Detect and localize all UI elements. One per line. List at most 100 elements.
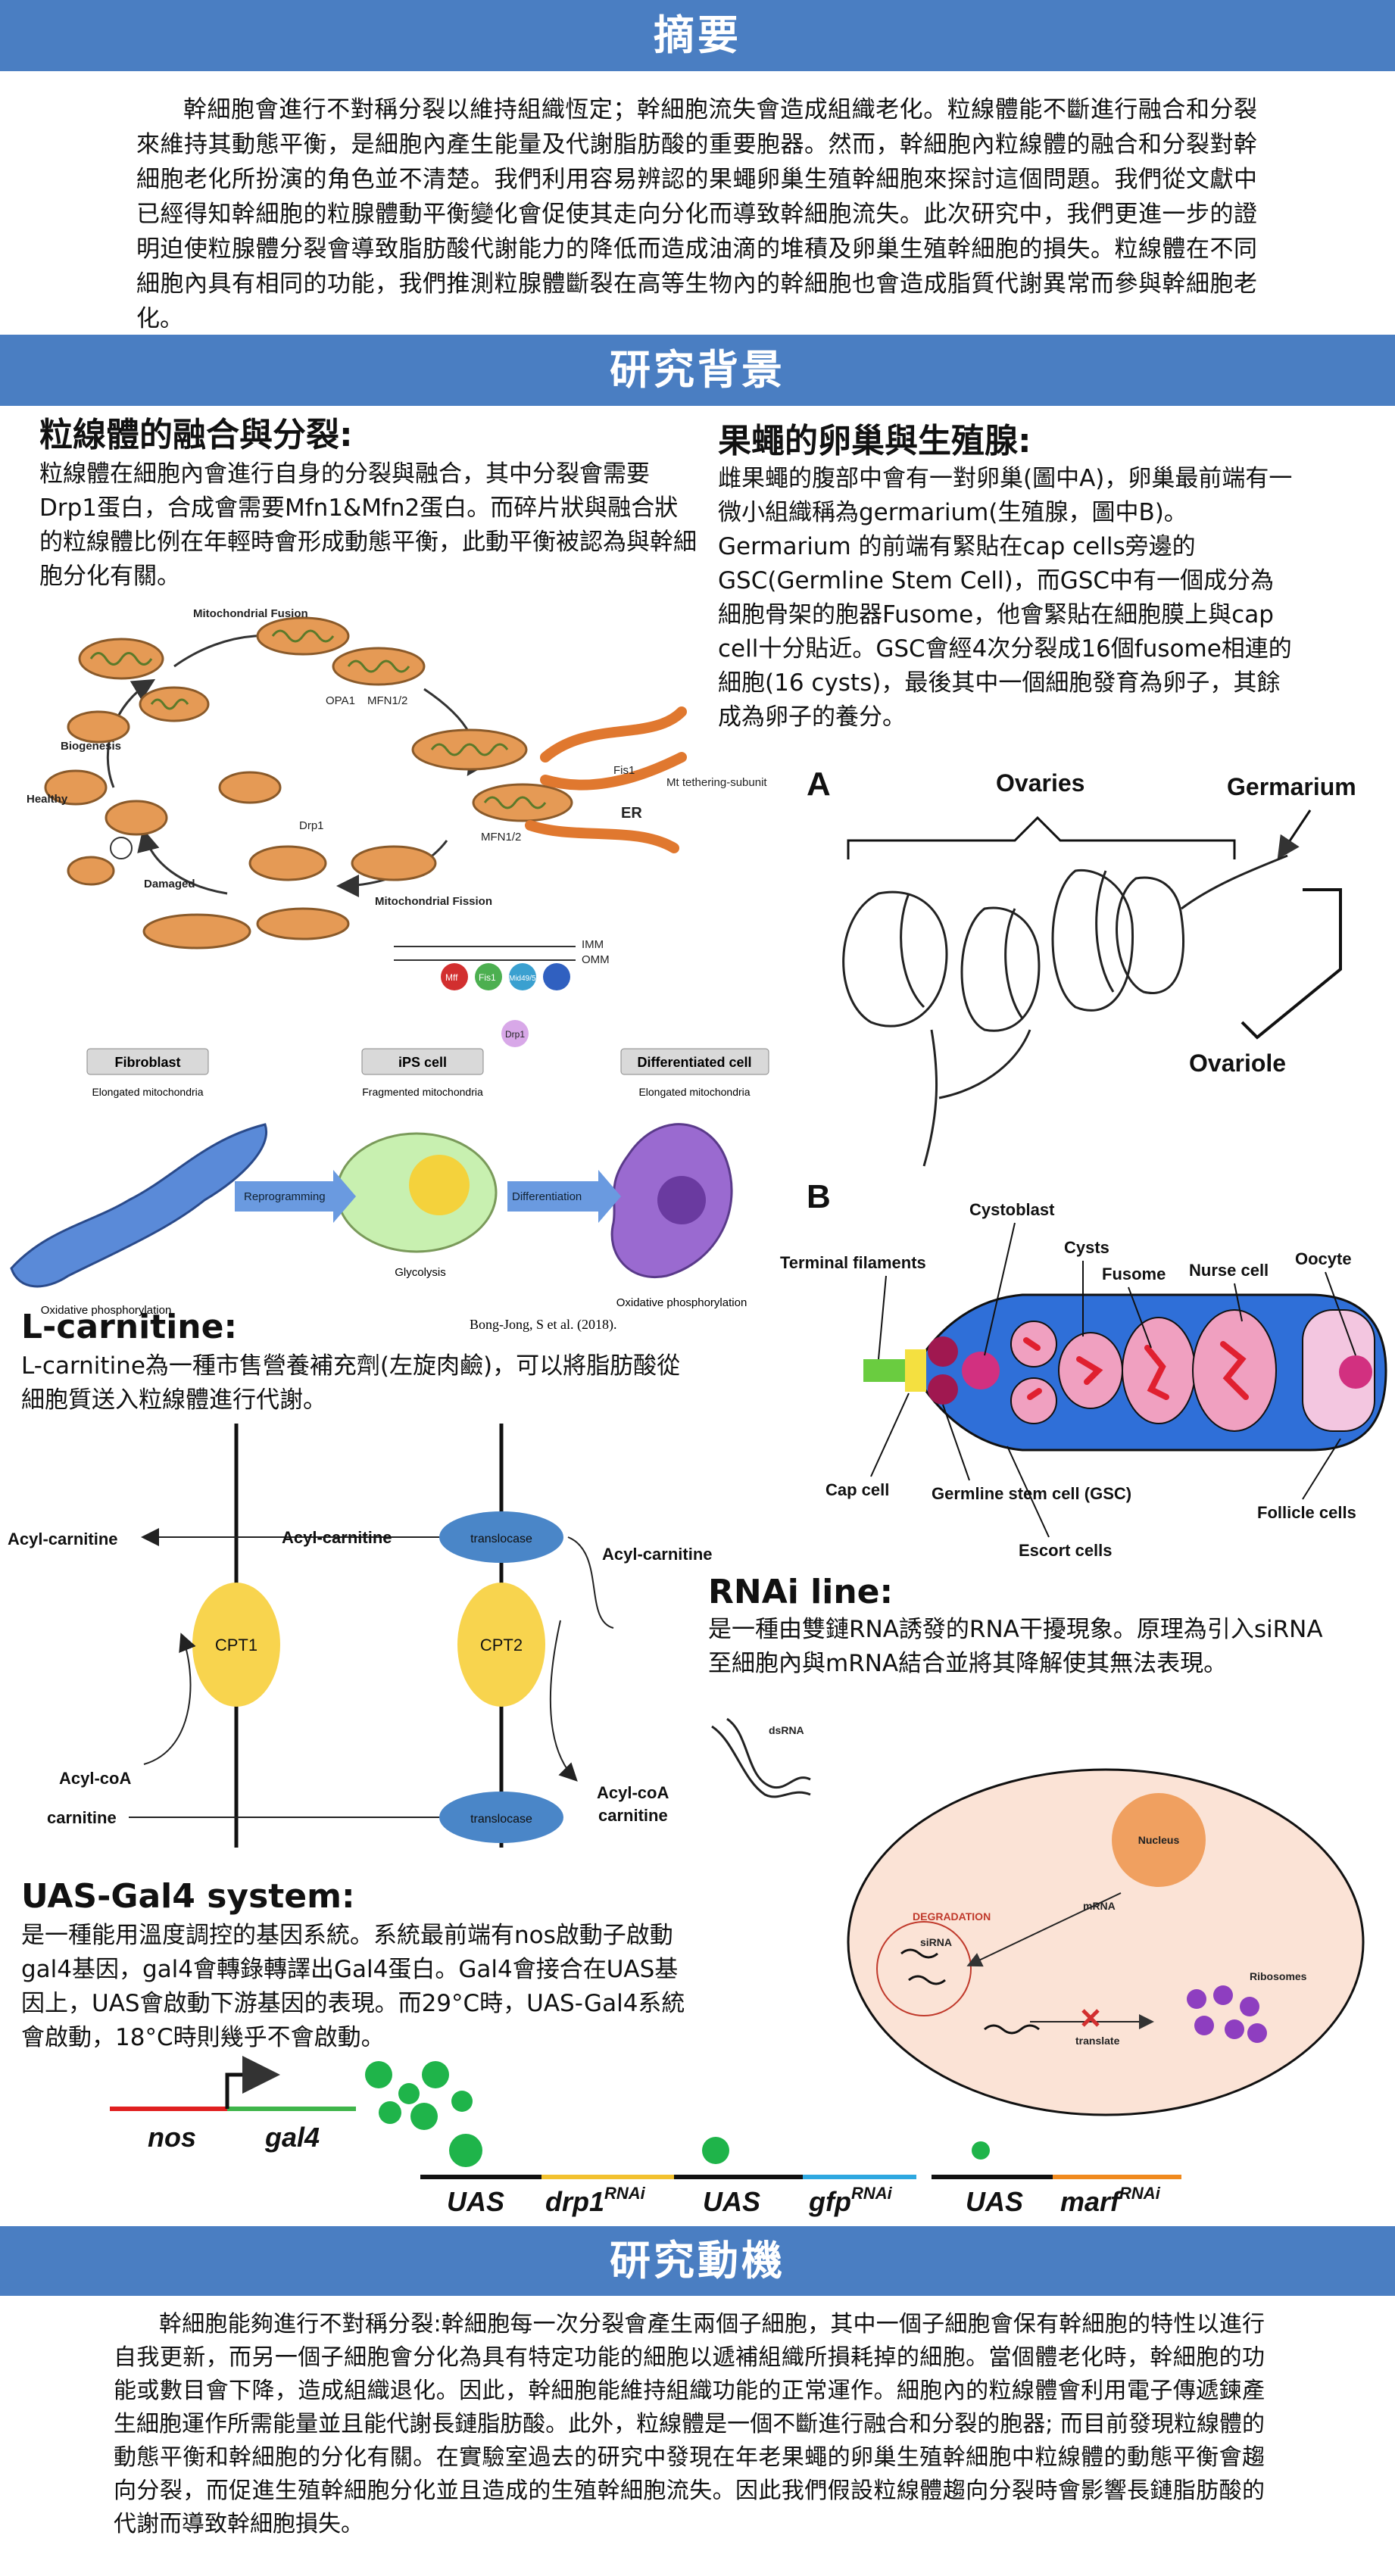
label-marf: marf xyxy=(1060,2186,1122,2217)
figA-ovaries: Ovaries xyxy=(996,769,1084,797)
label-fibro-sub: Elongated mitochondria xyxy=(92,1086,203,1098)
sup-rnai-3: RNAi xyxy=(1119,2184,1161,2203)
mito-heading: 粒線體的融合與分裂: xyxy=(39,416,353,454)
sup-rnai-2: RNAi xyxy=(851,2184,893,2203)
svg-text:drp1RNAi: drp1RNAi xyxy=(545,2184,646,2217)
label-sirna: siRNA xyxy=(920,1936,952,1948)
label-opa1: OPA1 xyxy=(326,694,355,707)
label-damaged: Damaged xyxy=(144,878,195,890)
label-degradation: DEGRADATION xyxy=(913,1910,991,1923)
rnai-heading: RNAi line: xyxy=(708,1573,894,1611)
label-acyl-coa-left: Acyl-coA xyxy=(59,1769,131,1788)
motivation-header: 研究動機 xyxy=(0,2226,1395,2296)
cell-reprogramming-figure: Fibroblast iPS cell Differentiated cell … xyxy=(10,1048,769,1333)
label-acyl-carnitine-left: Acyl-carnitine xyxy=(8,1530,118,1548)
germarium-figure-b: B Terminal filaments Cystoblast Cysts Fu… xyxy=(780,1178,1387,1560)
figA-germarium: Germarium xyxy=(1227,773,1356,800)
label-acyl-coa-right: Acyl-coA xyxy=(597,1783,669,1802)
label-mff: Mff xyxy=(445,972,458,983)
label-acyl-carnitine-right: Acyl-carnitine xyxy=(602,1545,713,1564)
abstract-title: 摘要 xyxy=(654,11,741,59)
label-ips-sub: Fragmented mitochondria xyxy=(362,1086,483,1098)
label-oxphos2: Oxidative phosphorylation xyxy=(616,1296,747,1309)
label-drp1b: Drp1 xyxy=(505,1029,525,1040)
uas-heading: UAS-Gal4 system: xyxy=(21,1877,355,1916)
background-header: 研究背景 xyxy=(0,335,1395,406)
label-nos: nos xyxy=(148,2122,196,2153)
label-nucleus: Nucleus xyxy=(1138,1834,1180,1846)
label-omm: OMM xyxy=(582,953,610,966)
ovary-figure-a: A Ovaries Germarium Ovariole xyxy=(807,766,1356,1167)
motivation-title: 研究動機 xyxy=(610,2237,785,2284)
figB-letter: B xyxy=(807,1178,831,1215)
translocase-bottom xyxy=(439,1792,563,1843)
cpt2-protein xyxy=(457,1583,545,1707)
label-translate: translate xyxy=(1075,2035,1120,2047)
svg-text:marfRNAi: marfRNAi xyxy=(1060,2184,1161,2217)
label-mrna: mRNA xyxy=(1083,1900,1116,1912)
rnai-text: 是一種由雙鏈RNA誘發的RNA干擾現象。原理為引入siRNA至細胞內與mRNA結… xyxy=(708,1616,1323,1677)
rnai-diagram: dsRNA Nucleus mRNA DEGRADATION siRNA Rib… xyxy=(711,1717,1365,2116)
label-gal4: gal4 xyxy=(264,2122,320,2153)
figB-fusome: Fusome xyxy=(1102,1265,1166,1283)
label-mid4951: Mid49/51 xyxy=(509,975,541,983)
label-tether: Mt tethering-subunit xyxy=(666,776,767,789)
label-fis1: Fis1 xyxy=(613,764,635,777)
nucleus-shape xyxy=(1112,1793,1206,1887)
label-ribosomes: Ribosomes xyxy=(1250,1970,1307,1982)
figB-oocyte: Oocyte xyxy=(1295,1249,1352,1268)
label-biogenesis: Biogenesis xyxy=(61,740,121,753)
label-diff: Differentiated cell xyxy=(637,1055,751,1070)
label-carnitine-right: carnitine xyxy=(598,1806,668,1825)
label-reprogramming: Reprogramming xyxy=(244,1190,326,1203)
label-healthy: Healthy xyxy=(27,793,68,806)
figB-cap: Cap cell xyxy=(825,1480,889,1499)
svg-text:gfpRNAi: gfpRNAi xyxy=(808,2184,893,2217)
carnitine-shuttle-diagram: Acyl-carnitine Acyl-carnitine Acyl-carni… xyxy=(8,1424,713,1848)
label-imm: IMM xyxy=(582,938,604,951)
figA-letter: A xyxy=(807,766,831,803)
figB-follicle: Follicle cells xyxy=(1257,1503,1356,1522)
ovary-heading: 果蠅的卵巢與生殖腺: xyxy=(718,422,1031,460)
label-fusion: Mitochondrial Fusion xyxy=(193,607,308,620)
label-diff-sub: Elongated mitochondria xyxy=(638,1086,750,1098)
label-ips: iPS cell xyxy=(398,1055,447,1070)
label-carnitine-left: carnitine xyxy=(47,1808,117,1827)
figA-ovariole: Ovariole xyxy=(1189,1049,1286,1077)
sup-rnai-1: RNAi xyxy=(604,2184,646,2203)
label-uas1: UAS xyxy=(447,2186,504,2217)
figB-nurse: Nurse cell xyxy=(1189,1261,1269,1280)
translocase-top xyxy=(439,1511,563,1563)
label-drp1: Drp1 xyxy=(299,819,324,832)
figB-cystoblast: Cystoblast xyxy=(969,1200,1055,1219)
label-fibroblast: Fibroblast xyxy=(114,1055,180,1070)
label-mfn12: MFN1/2 xyxy=(367,694,407,707)
uas-text: 是一種能用溫度調控的基因系統。系統最前端有nos啟動子啟動gal4基因，gal4… xyxy=(21,1922,685,2051)
label-drp1: drp1 xyxy=(545,2186,604,2217)
cpt1-protein xyxy=(192,1583,280,1707)
label-cpt2: CPT2 xyxy=(480,1636,523,1654)
carnitine-heading: L-carnitine: xyxy=(21,1308,238,1346)
citation: Bong-Jong, S et al. (2018). xyxy=(470,1317,616,1333)
uas-gal4-diagram: nos gal4 UAS drp1RNAi UAS gfpRNAi UAS ma… xyxy=(110,2056,1181,2217)
mito-dynamics-figure: Mitochondrial Fusion OPA1 MFN1/2 Biogene… xyxy=(27,607,767,1047)
figB-terminal: Terminal filaments xyxy=(780,1253,926,1272)
label-uas2: UAS xyxy=(703,2186,760,2217)
label-differentiation: Differentiation xyxy=(512,1190,582,1203)
label-fis1b: Fis1 xyxy=(479,972,496,983)
background-title: 研究背景 xyxy=(610,346,785,394)
figB-cysts: Cysts xyxy=(1064,1238,1109,1257)
carnitine-text: L-carnitine為一種市售營養補充劑(左旋肉鹼)，可以將脂肪酸從細胞質送入… xyxy=(21,1352,681,1414)
label-oxphos1: Oxidative phosphorylation xyxy=(41,1304,172,1317)
label-dsrna: dsRNA xyxy=(769,1724,804,1736)
abstract-header: 摘要 xyxy=(0,0,1395,71)
label-mfn12b: MFN1/2 xyxy=(481,831,521,844)
motivation-text: 幹細胞能夠進行不對稱分裂:幹細胞每一次分裂會產生兩個子細胞，其中一個子細胞會保有… xyxy=(114,2311,1265,2537)
label-er: ER xyxy=(621,805,642,822)
label-translocase-top: translocase xyxy=(470,1533,532,1545)
abstract-text: 幹細胞會進行不對稱分裂以維持組織恆定；幹細胞流失會造成組織老化。粒線體能不斷進行… xyxy=(136,96,1257,332)
label-cpt1: CPT1 xyxy=(215,1636,257,1654)
figB-escort: Escort cells xyxy=(1019,1541,1113,1560)
label-acyl-carnitine-mid: Acyl-carnitine xyxy=(282,1528,392,1547)
ovary-text: 雌果蠅的腹部中會有一對卵巢(圖中A)，卵巢最前端有一微小組織稱為germariu… xyxy=(718,465,1293,731)
